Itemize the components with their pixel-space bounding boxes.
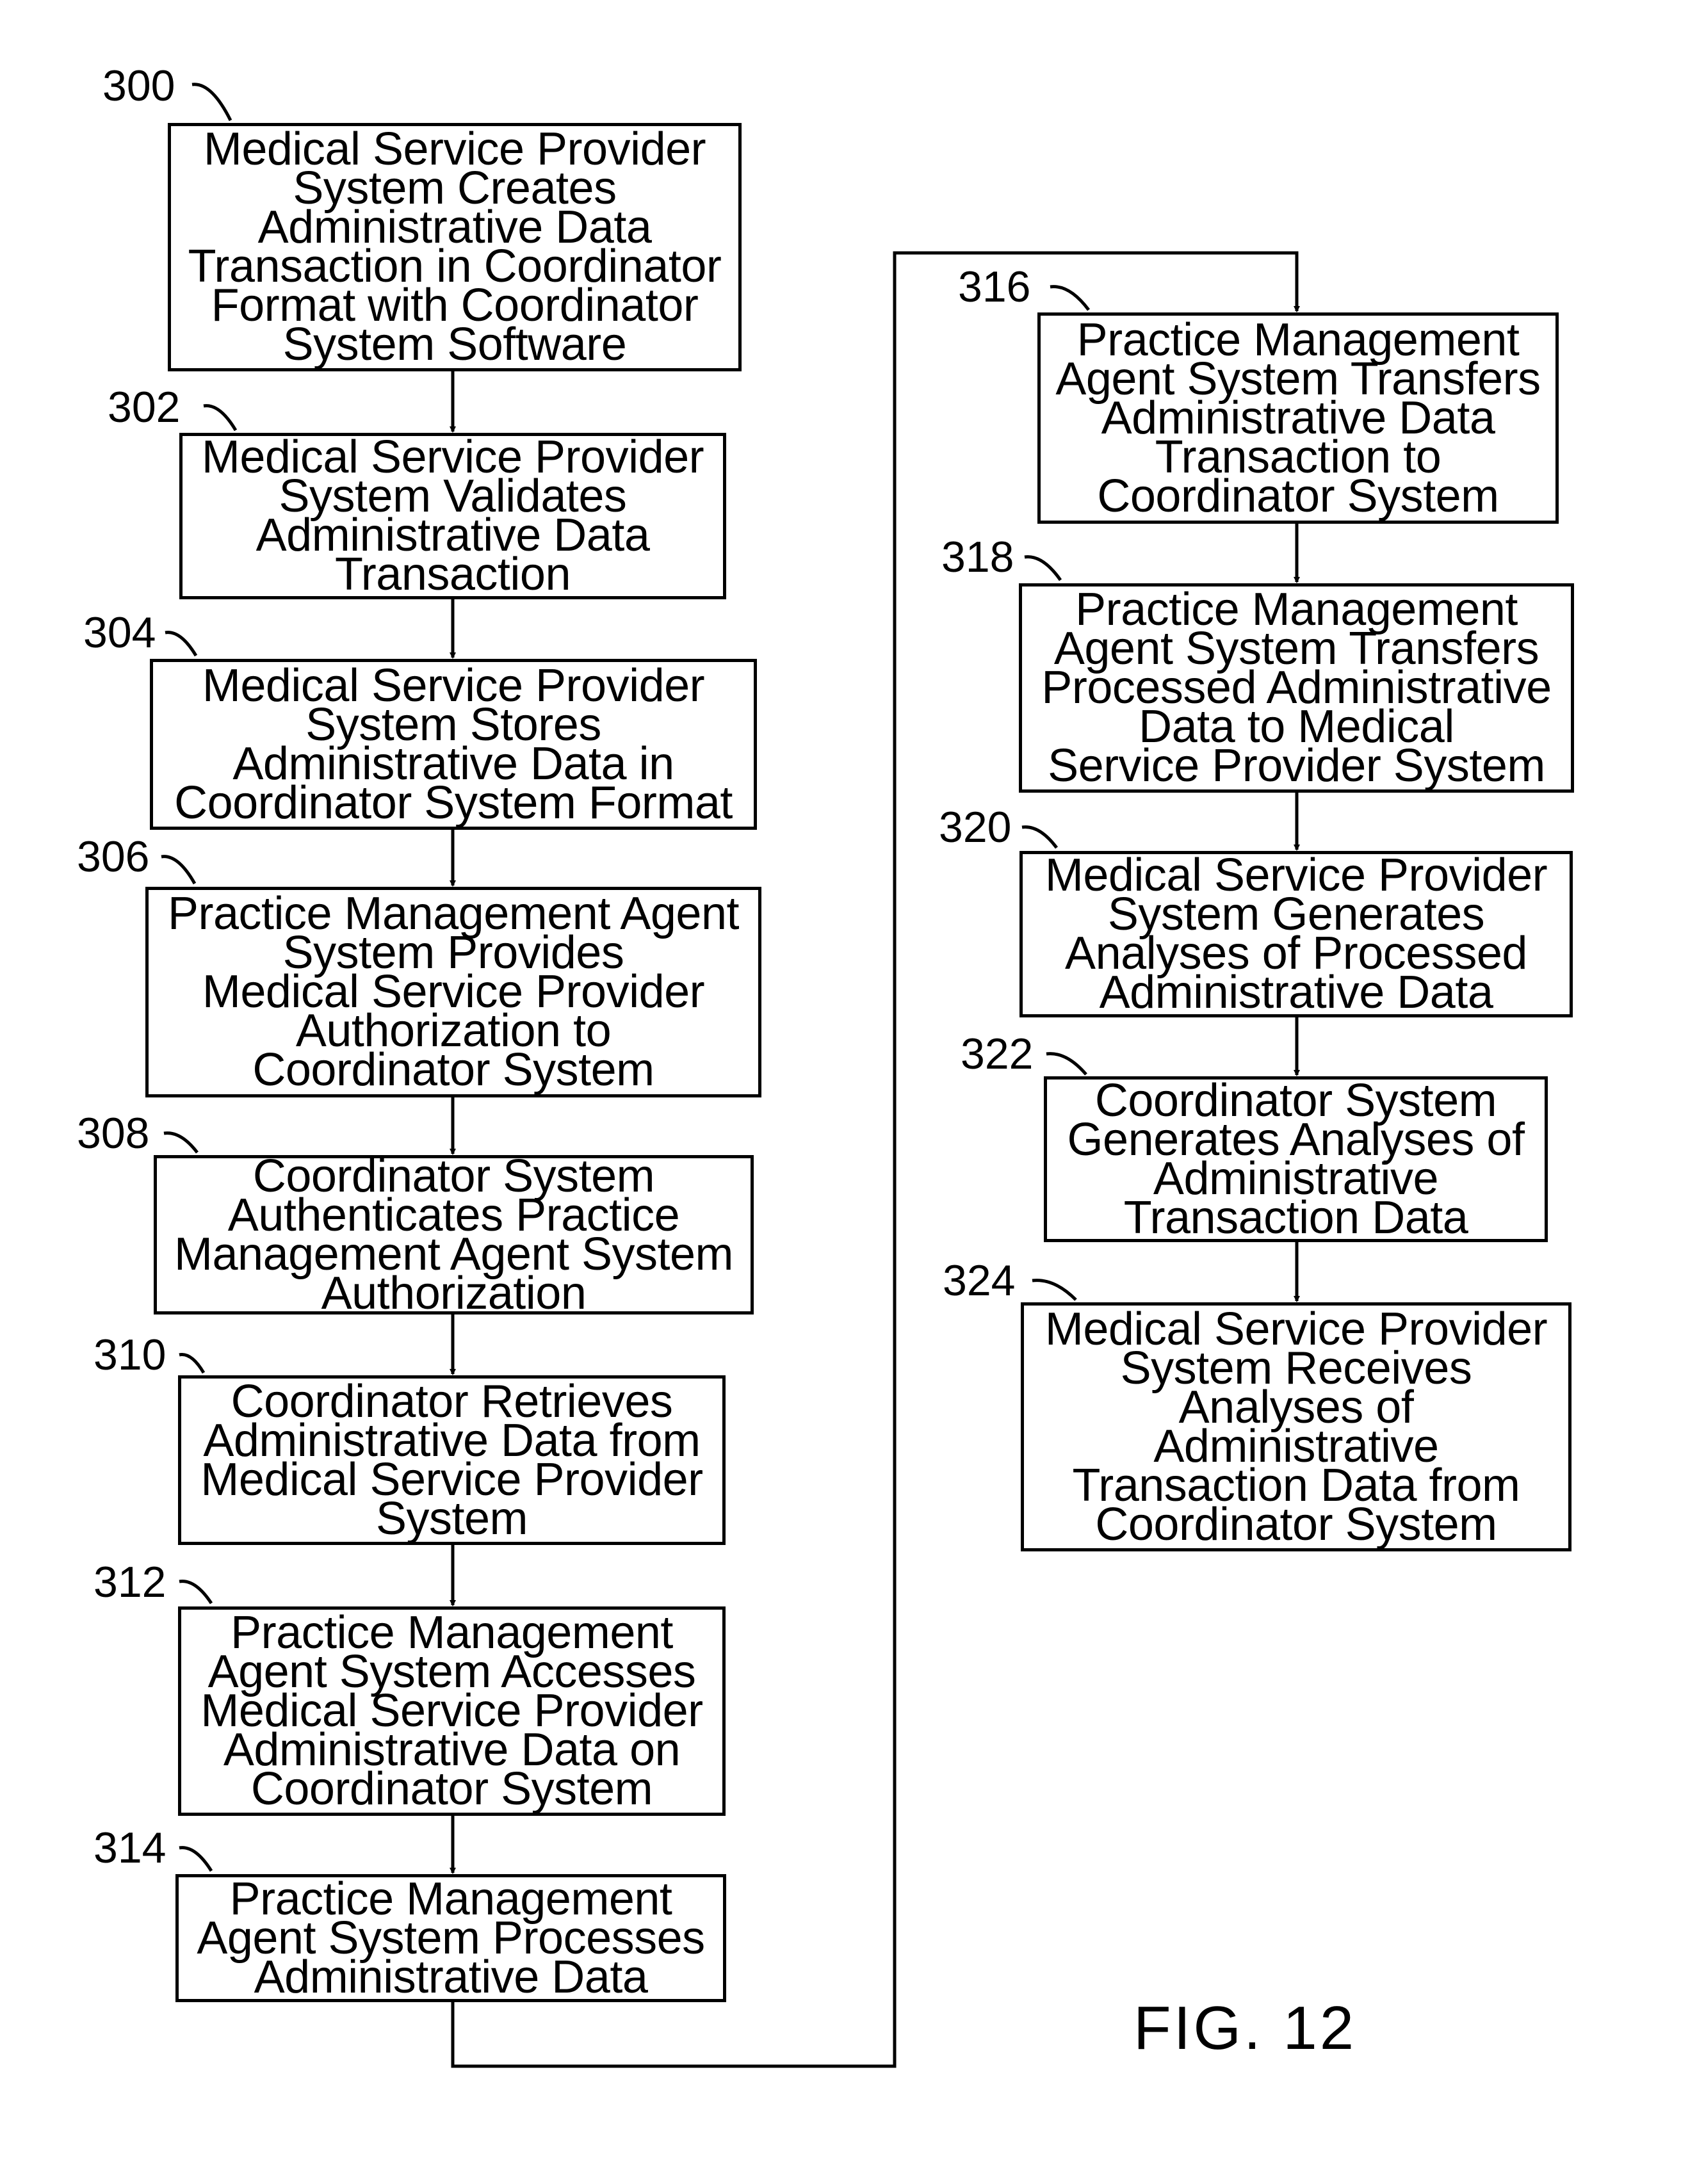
step-316-text: Practice Management Agent System Transfe… (1055, 321, 1540, 516)
ref-324: 324 (943, 1259, 1015, 1302)
figure-label: FIG. 12 (1133, 1998, 1356, 2059)
step-310-box: Coordinator Retrieves Administrative Dat… (178, 1375, 726, 1545)
step-324-box: Medical Service Provider System Receives… (1021, 1302, 1571, 1551)
ref-302: 302 (108, 385, 180, 429)
reference-leader (1046, 1054, 1086, 1074)
step-308-text: Coordinator System Authenticates Practic… (174, 1157, 733, 1313)
reference-leader (161, 857, 195, 884)
ref-316: 316 (958, 265, 1030, 309)
step-322-box: Coordinator System Generates Analyses of… (1044, 1076, 1548, 1242)
step-300-box: Medical Service Provider System Creates … (168, 123, 742, 371)
ref-300: 300 (102, 64, 175, 108)
ref-318: 318 (941, 535, 1014, 579)
reference-leader (179, 1355, 204, 1373)
step-324-text: Medical Service Provider System Receives… (1045, 1310, 1547, 1544)
step-308-box: Coordinator System Authenticates Practic… (154, 1155, 754, 1314)
step-320-box: Medical Service Provider System Generate… (1019, 851, 1573, 1017)
step-306-box: Practice Management Agent System Provide… (145, 887, 761, 1097)
step-320-text: Medical Service Provider System Generate… (1045, 856, 1547, 1012)
step-312-box: Practice Management Agent System Accesse… (178, 1606, 726, 1816)
ref-312: 312 (93, 1560, 166, 1604)
step-318-box: Practice Management Agent System Transfe… (1019, 583, 1574, 793)
ref-310: 310 (93, 1333, 166, 1377)
reference-leader (179, 1581, 211, 1603)
step-306-text: Practice Management Agent System Provide… (168, 894, 739, 1090)
step-314-box: Practice Management Agent System Process… (175, 1874, 726, 2002)
ref-320: 320 (939, 805, 1011, 849)
reference-leader (165, 633, 196, 656)
step-300-text: Medical Service Provider System Creates … (188, 130, 722, 364)
reference-leader (1032, 1281, 1076, 1300)
step-302-box: Medical Service Provider System Validate… (179, 433, 726, 599)
step-318-text: Practice Management Agent System Transfe… (1041, 590, 1551, 786)
ref-304: 304 (83, 611, 156, 654)
reference-leader (1022, 827, 1057, 848)
ref-308: 308 (77, 1112, 149, 1155)
step-304-box: Medical Service Provider System Stores A… (150, 659, 757, 830)
reference-leader (1050, 287, 1089, 310)
reference-leader (179, 1848, 211, 1871)
step-322-text: Coordinator System Generates Analyses of… (1068, 1081, 1525, 1238)
step-312-text: Practice Management Agent System Accesse… (200, 1614, 702, 1809)
reference-leader (1025, 557, 1060, 580)
ref-314: 314 (93, 1826, 166, 1870)
step-302-text: Medical Service Provider System Validate… (202, 438, 704, 594)
reference-leader (164, 1133, 197, 1153)
ref-306: 306 (77, 835, 149, 878)
reference-leader (204, 406, 236, 430)
ref-322: 322 (961, 1032, 1033, 1076)
reference-leader (192, 85, 231, 120)
step-314-text: Practice Management Agent System Process… (197, 1880, 704, 1997)
step-310-text: Coordinator Retrieves Administrative Dat… (200, 1382, 702, 1539)
step-316-box: Practice Management Agent System Transfe… (1037, 312, 1559, 524)
step-304-text: Medical Service Provider System Stores A… (174, 667, 733, 823)
